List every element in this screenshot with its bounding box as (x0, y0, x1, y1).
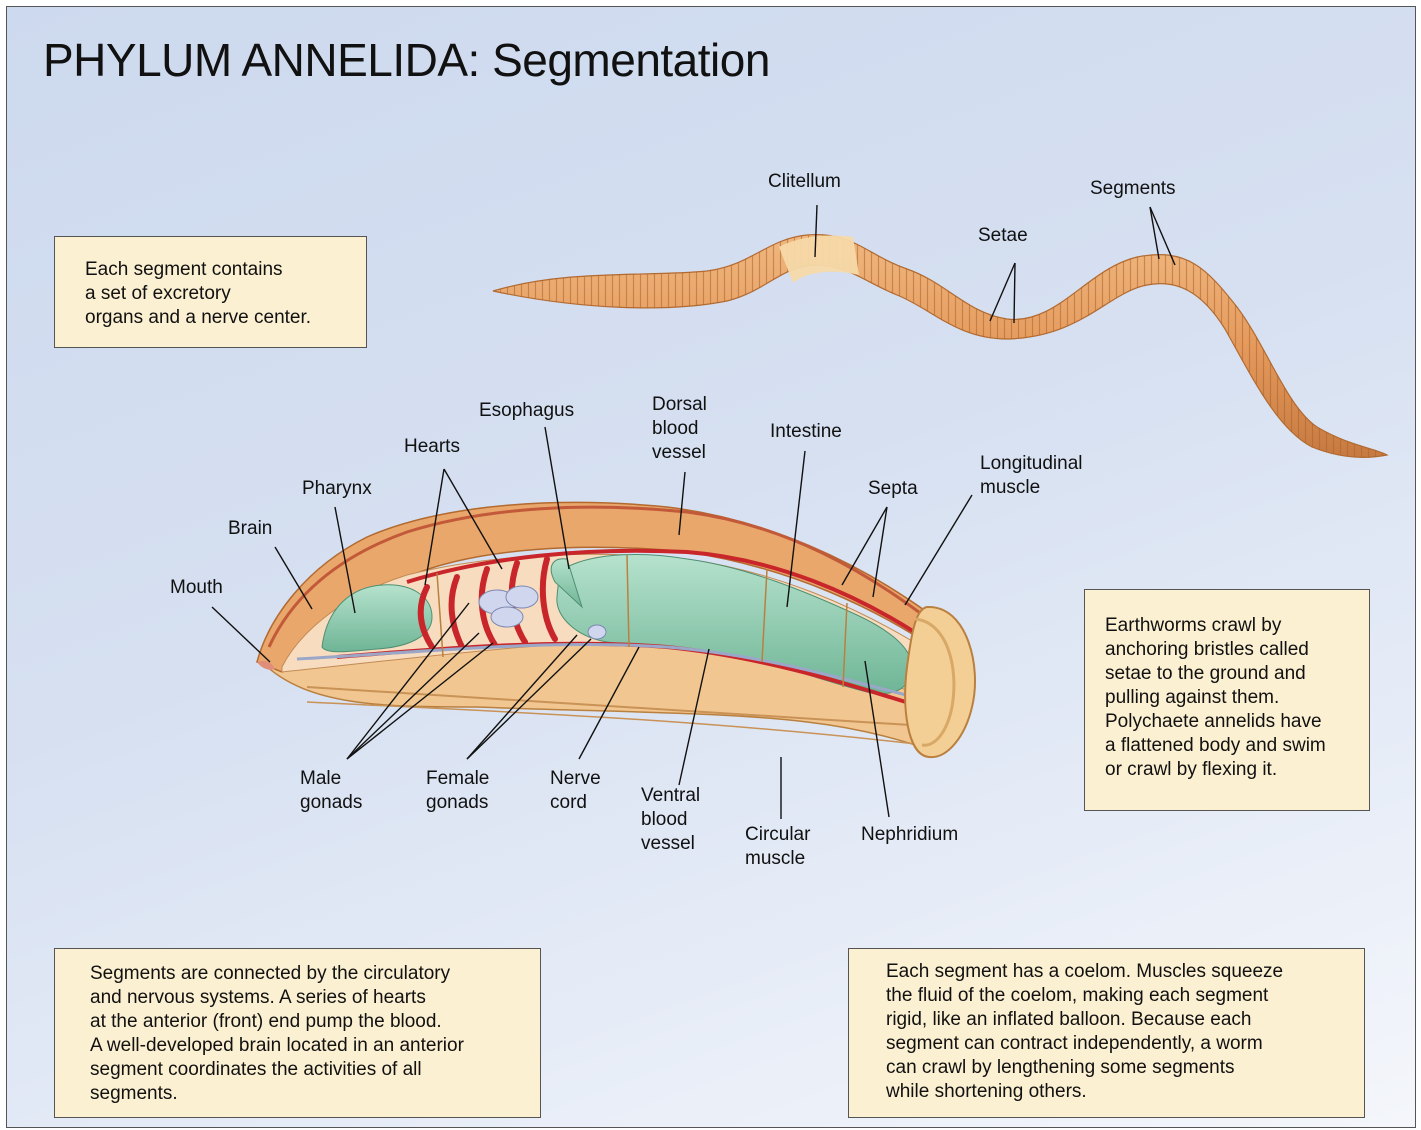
label-nerve-cord: Nerve cord (550, 767, 601, 815)
label-brain: Brain (228, 517, 272, 541)
earthworm-whole (493, 235, 1387, 458)
leader-setae-1 (990, 263, 1015, 321)
leader-segments-1 (1150, 207, 1159, 259)
diagram-frame: PHYLUM ANNELIDA: Segmentation (6, 6, 1416, 1128)
leader-longitudinal (905, 495, 972, 605)
label-hearts: Hearts (404, 435, 460, 459)
label-male-gonads: Male gonads (300, 767, 362, 815)
leader-intestine (787, 451, 805, 607)
label-esophagus: Esophagus (479, 399, 574, 423)
label-septa: Septa (868, 477, 918, 501)
note-coelom: Each segment has a coelom. Muscles squee… (848, 948, 1365, 1118)
label-ventral-blood-vessel: Ventral blood vessel (641, 784, 700, 856)
note-connected-systems: Segments are connected by the circulator… (54, 948, 541, 1118)
label-female-gonads: Female gonads (426, 767, 489, 815)
note-crawling: Earthworms crawl by anchoring bristles c… (1084, 589, 1370, 811)
label-clitellum: Clitellum (768, 170, 841, 194)
label-setae: Setae (978, 224, 1028, 248)
label-pharynx: Pharynx (302, 477, 372, 501)
leader-setae-2 (1014, 263, 1015, 323)
label-intestine: Intestine (770, 420, 842, 444)
leader-mouth (212, 607, 270, 662)
label-longitudinal-muscle: Longitudinal muscle (980, 452, 1082, 500)
label-segments: Segments (1090, 177, 1176, 201)
clitellum-band (779, 235, 859, 283)
label-circular-muscle: Circular muscle (745, 823, 810, 871)
label-nephridium: Nephridium (861, 823, 958, 847)
note-segment-contents: Each segment contains a set of excretory… (54, 236, 367, 348)
label-mouth: Mouth (170, 576, 223, 600)
label-dorsal-blood-vessel: Dorsal blood vessel (652, 393, 707, 465)
